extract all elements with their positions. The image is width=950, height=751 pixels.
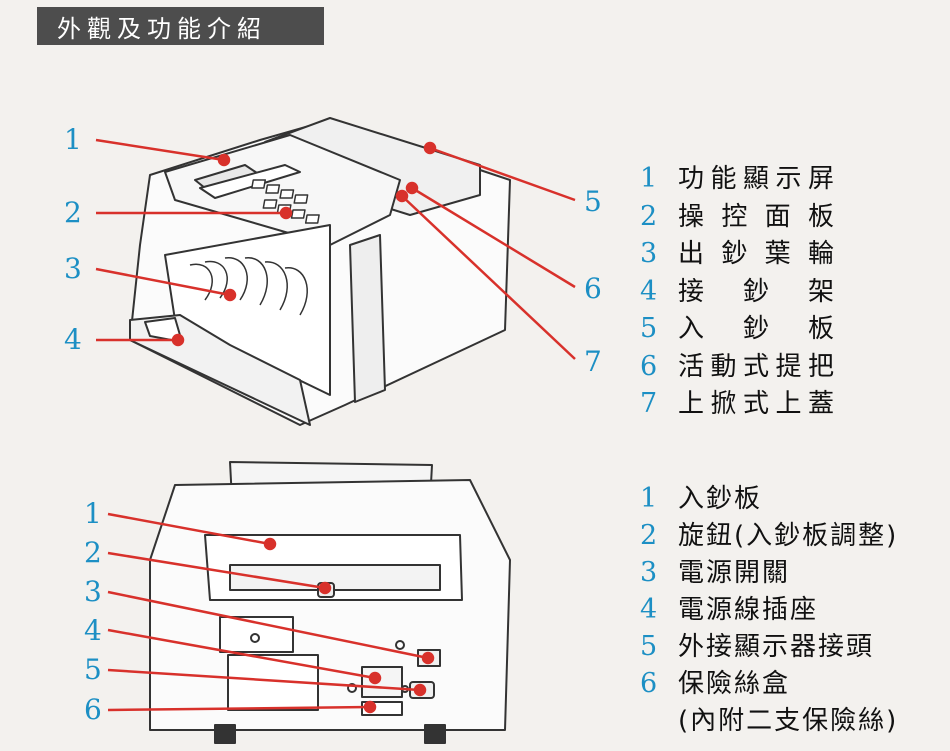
legend-label: 旋鈕(入鈔板調整)	[678, 521, 899, 551]
callout-line	[107, 628, 376, 680]
callout-dot	[263, 537, 277, 551]
rear-callout-3: 3	[84, 575, 102, 608]
callout-dot	[395, 189, 409, 203]
legend-label: 入鈔板	[678, 484, 763, 514]
legend-label: 外接顯示器接頭	[678, 632, 875, 662]
callout-line	[107, 551, 326, 590]
rear-callout-1: 1	[84, 497, 102, 530]
legend-label: 功能顯示屏	[678, 164, 836, 194]
front-callout-4: 4	[64, 323, 82, 356]
callout-dot	[171, 333, 185, 347]
legend-subitem: (內附二支保險絲)	[640, 700, 898, 737]
legend-label: 接鈔架	[678, 276, 836, 307]
front-callout-5: 5	[584, 185, 602, 218]
rear-callout-5: 5	[84, 653, 102, 686]
rear-callout-6: 6	[84, 693, 102, 726]
legend-label: 電源開關	[678, 558, 791, 588]
legend-sublabel: (內附二支保險絲)	[678, 706, 899, 736]
legend-label: 入鈔板	[678, 314, 836, 344]
callout-dot	[279, 206, 293, 220]
legend-label: 出鈔葉輪	[678, 239, 836, 269]
callout-line	[107, 668, 421, 692]
front-callout-7: 7	[584, 345, 602, 378]
callout-lines	[95, 138, 576, 714]
rear-view-machine	[149, 461, 511, 744]
callout-dot	[423, 141, 437, 155]
callout-line	[401, 195, 576, 360]
rear-callout-numbers: 1 2 3 4 5 6	[84, 497, 102, 726]
callout-line	[107, 705, 371, 712]
front-callout-2: 2	[64, 196, 82, 229]
callout-line	[107, 590, 429, 660]
callout-line	[411, 186, 576, 289]
callout-line	[95, 138, 225, 162]
rear-callout-4: 4	[84, 614, 102, 647]
front-callout-6: 6	[584, 272, 602, 305]
rear-callout-2: 2	[84, 536, 102, 569]
front-view-machine	[129, 117, 511, 426]
callout-line	[95, 267, 231, 297]
callout-dot	[368, 671, 382, 685]
callout-dot	[421, 651, 435, 665]
callout-line	[429, 146, 576, 202]
callout-dot	[363, 700, 377, 714]
callout-dot	[405, 181, 419, 195]
front-callout-3: 3	[64, 252, 82, 285]
callout-dot	[223, 288, 237, 302]
callout-dot	[413, 683, 427, 697]
legend-label: 保險絲盒	[678, 669, 791, 699]
legend-label: 上掀式上蓋	[678, 389, 836, 419]
callout-dot	[217, 153, 231, 167]
legend-label: 活動式提把	[678, 351, 836, 382]
legend-label: 電源線插座	[678, 595, 819, 625]
callout-dot	[318, 581, 332, 595]
section-title: 外觀及功能介紹	[37, 7, 324, 45]
callout-line	[107, 512, 271, 546]
front-callout-1: 1	[64, 123, 82, 156]
legend-label: 操控面板	[678, 201, 836, 232]
front-callout-numbers: 1 2 3 4 5 6 7	[64, 123, 602, 378]
